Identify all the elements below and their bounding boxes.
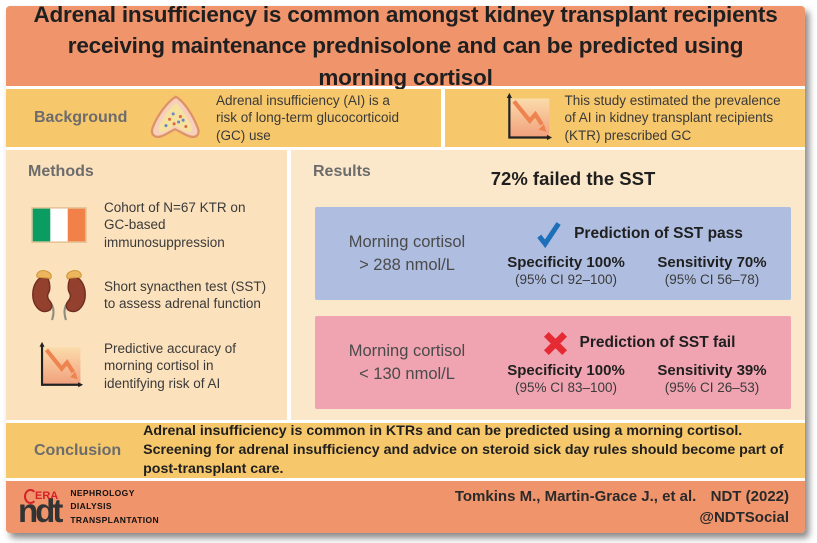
sensitivity-ci: (95% CI 26–53) xyxy=(664,379,760,395)
specificity-ci: (95% CI 83–100) xyxy=(514,379,618,395)
citation: Tomkins M., Martin-Grace J., et al. NDT … xyxy=(455,486,789,528)
footer: ERA ndt NEPHROLOGY DIALYSIS TRANSPLANTAT… xyxy=(6,481,805,533)
results-section: Results 72% failed the SST Morning corti… xyxy=(291,150,805,420)
threshold-fail: Morning cortisol < 130 nmol/L xyxy=(321,322,493,403)
specificity-stat: Specificity 100% (95% CI 92–100) xyxy=(493,254,639,287)
threshold-line: > 288 nmol/L xyxy=(359,255,455,274)
declining-chart-icon xyxy=(501,92,553,144)
prediction-fail-row: Prediction of SST fail xyxy=(493,331,785,356)
checkmark-icon xyxy=(535,221,562,248)
background-item-study: This study estimated the prevalence of A… xyxy=(445,92,792,144)
method-item-text: Cohort of N=67 KTR on GC-based immunosup… xyxy=(104,199,246,250)
page-title: Adrenal insufficiency is common amongst … xyxy=(33,6,778,90)
sensitivity-stat: Sensitivity 70% (95% CI 56–78) xyxy=(639,254,785,287)
citation-line1: Tomkins M., Martin-Grace J., et al. NDT … xyxy=(455,486,789,507)
journal-name: NEPHROLOGY DIALYSIS TRANSPLANTATION xyxy=(70,487,159,527)
conclusion-section: Conclusion Adrenal insufficiency is comm… xyxy=(6,423,805,478)
journal-name-line: NEPHROLOGY xyxy=(70,488,135,499)
threshold-pass: Morning cortisol > 288 nmol/L xyxy=(321,213,493,294)
background-item-adrenal: Adrenal insufficiency (AI) is a risk of … xyxy=(146,92,437,144)
background-item-study-text: This study estimated the prevalence of A… xyxy=(564,93,781,143)
conclusion-text: Adrenal insufficiency is common in KTRs … xyxy=(143,422,784,478)
methods-section: Methods Cohort of N=67 KTR on GC-based i… xyxy=(6,150,287,420)
result-box-fail: Morning cortisol < 130 nmol/L Prediction… xyxy=(315,316,791,409)
methods-label: Methods xyxy=(28,163,94,180)
prediction-label: Prediction of SST fail xyxy=(579,334,736,351)
threshold-line: < 130 nmol/L xyxy=(359,364,455,383)
background-label: Background xyxy=(34,109,128,126)
background-item-adrenal-text: Adrenal insufficiency (AI) is a risk of … xyxy=(216,93,400,143)
citation-authors: Tomkins M., Martin-Grace J., et al. xyxy=(454,488,697,505)
background-divider xyxy=(440,89,445,147)
journal-name-line: DIALYSIS xyxy=(70,501,112,512)
sensitivity-stat: Sensitivity 39% (95% CI 26–53) xyxy=(639,362,785,395)
era-logo-text: ERA xyxy=(35,490,59,503)
adrenal-gland-icon xyxy=(146,94,204,141)
method-item-accuracy: Predictive accuracy of morning cortisol … xyxy=(28,340,271,393)
background-section: Background Adrenal insufficiency (AI) is… xyxy=(6,89,805,147)
method-item-cohort: Cohort of N=67 KTR on GC-based immunosup… xyxy=(28,199,271,252)
journal-name-line: TRANSPLANTATION xyxy=(70,514,160,525)
method-item-text: Short synacthen test (SST) to assess adr… xyxy=(104,278,267,312)
citation-social-handle: @NDTSocial xyxy=(699,509,789,526)
main-row: Methods Cohort of N=67 KTR on GC-based i… xyxy=(6,150,805,420)
conclusion-label: Conclusion xyxy=(34,441,122,459)
prediction-label: Prediction of SST pass xyxy=(574,225,743,242)
specificity-value: Specificity 100% xyxy=(507,361,625,379)
results-label: Results xyxy=(313,163,371,180)
prediction-pass-row: Prediction of SST pass xyxy=(493,221,785,248)
specificity-ci: (95% CI 92–100) xyxy=(514,271,618,287)
method-item-text: Predictive accuracy of morning cortisol … xyxy=(104,340,237,391)
sensitivity-value: Sensitivity 39% xyxy=(657,361,767,379)
declining-chart-icon xyxy=(28,341,90,391)
title-band: Adrenal insufficiency is common amongst … xyxy=(6,6,805,90)
result-box-pass: Morning cortisol > 288 nmol/L Prediction… xyxy=(315,207,791,300)
kidneys-icon xyxy=(28,269,90,322)
threshold-line: Morning cortisol xyxy=(348,342,466,361)
ndt-journal-logo: ERA ndt NEPHROLOGY DIALYSIS TRANSPLANTAT… xyxy=(18,487,159,527)
sensitivity-ci: (95% CI 56–78) xyxy=(664,271,760,287)
visual-abstract-poster: Adrenal insufficiency is common amongst … xyxy=(6,6,805,533)
cross-icon xyxy=(543,331,568,356)
citation-journal: NDT (2022) xyxy=(710,488,789,505)
era-logo: ERA xyxy=(24,488,59,504)
specificity-stat: Specificity 100% (95% CI 83–100) xyxy=(493,362,639,395)
results-headline: 72% failed the SST xyxy=(490,168,656,189)
sensitivity-value: Sensitivity 70% xyxy=(657,253,767,271)
era-swoosh-icon xyxy=(24,488,37,504)
method-item-sst: Short synacthen test (SST) to assess adr… xyxy=(28,269,271,322)
ireland-flag-icon xyxy=(28,207,90,243)
threshold-line: Morning cortisol xyxy=(348,233,466,252)
specificity-value: Specificity 100% xyxy=(507,253,625,271)
